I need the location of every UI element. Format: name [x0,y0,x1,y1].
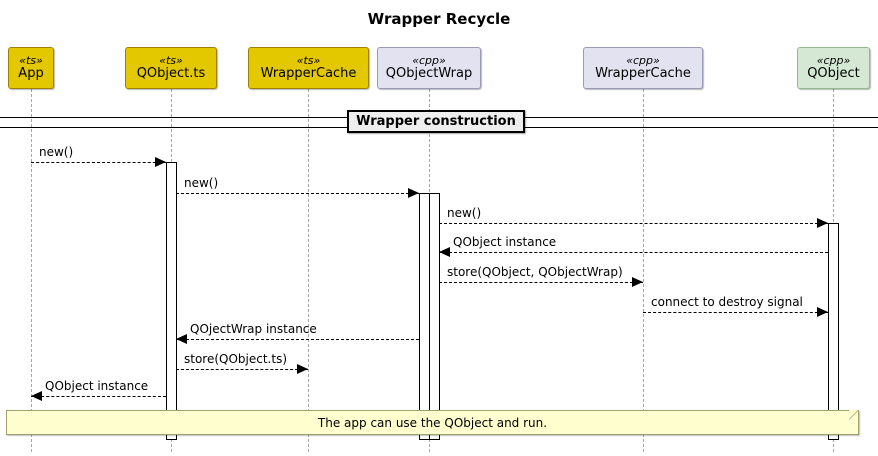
activation-bar-qobjectcpp [828,223,839,440]
participant-stereotype: «cpp» [412,53,446,67]
message-arrowhead-m9 [31,391,42,401]
participant-qobjectcpp[interactable]: «cpp»QObject [797,47,870,89]
participant-wcachecpp[interactable]: «cpp»WrapperCache [583,47,703,89]
activation-bar-qobjectts [166,162,177,440]
participant-name: App [18,65,44,81]
message-arrowhead-m4 [439,247,450,257]
message-arrowhead-m7 [176,334,187,344]
participant-stereotype: «cpp» [816,53,851,67]
lifeline-wcachets [308,89,309,452]
lifeline-app [31,89,32,452]
participant-app[interactable]: «ts»App [8,47,54,89]
note-fold-corner-inner [849,410,858,419]
participant-name: QObject [807,65,860,81]
message-label-m1: new() [39,145,74,159]
participant-qobjectwrap[interactable]: «cpp»QObjectWrap [377,47,481,89]
lifeline-wcachecpp [643,89,644,452]
message-line-m1 [31,162,166,163]
participant-name: QObjectWrap [385,65,473,81]
message-label-m9: QObject instance [45,379,149,393]
participant-stereotype: «ts» [19,53,43,67]
participant-name: WrapperCache [595,65,691,81]
message-line-m3 [439,223,828,224]
divider-label-box: Wrapper construction [347,110,525,133]
message-label-m5: store(QObject, QObjectWrap) [447,265,623,279]
page-title: Wrapper Recycle [367,10,511,28]
message-arrowhead-m8 [297,364,308,374]
message-line-m6 [643,312,828,313]
message-label-m3: new() [447,206,482,220]
message-label-m8: store(QObject.ts) [184,352,288,366]
note-box: The app can use the QObject and run. [6,410,859,435]
message-arrowhead-m3 [817,218,828,228]
participant-stereotype: «cpp» [626,53,660,67]
message-line-m8 [176,369,308,370]
activation-bar-qobjectwrap [429,193,440,440]
message-line-m4 [439,252,828,253]
message-arrowhead-m1 [155,157,166,167]
message-label-m4: QObject instance [453,235,557,249]
participant-qobjectts[interactable]: «ts»QObject.ts [125,47,217,89]
participant-name: WrapperCache [260,65,357,81]
message-line-m9 [31,396,166,397]
participant-stereotype: «ts» [159,53,183,67]
message-arrowhead-m2 [408,188,419,198]
message-label-m7: QOjectWrap instance [190,322,317,336]
message-line-m5 [439,282,643,283]
message-arrowhead-m6 [817,307,828,317]
participant-stereotype: «ts» [296,53,321,67]
message-arrowhead-m5 [632,277,643,287]
message-label-m6: connect to destroy signal [651,295,803,309]
participant-name: QObject.ts [136,65,206,81]
message-line-m7 [176,339,419,340]
participant-wcachets[interactable]: «ts»WrapperCache [248,47,369,89]
message-label-m2: new() [184,176,219,190]
message-line-m2 [176,193,419,194]
